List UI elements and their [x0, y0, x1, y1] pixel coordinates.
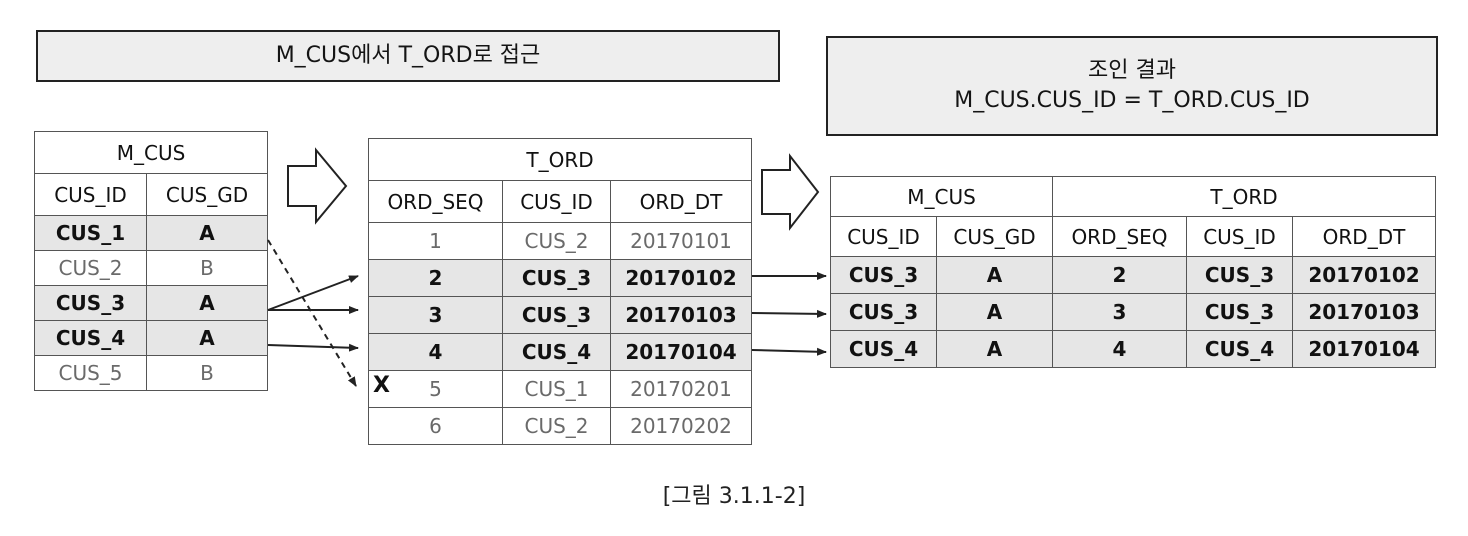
table-cell: 20170103 [1292, 293, 1436, 331]
no-match-x-icon: X [373, 373, 390, 398]
table-cell: 20170104 [610, 333, 752, 371]
t-ord-col-header: CUS_ID [502, 180, 611, 223]
table-cell: 1 [368, 222, 503, 260]
m-cus-col-header: CUS_GD [146, 173, 268, 216]
table-cell: CUS_1 [34, 215, 147, 251]
result-group-t-ord: T_ORD [1052, 176, 1436, 217]
table-cell: A [146, 215, 268, 251]
table-cell: CUS_4 [34, 320, 147, 356]
join-result-title-line2: M_CUS.CUS_ID = T_ORD.CUS_ID [954, 88, 1310, 113]
table-cell: A [936, 330, 1053, 368]
result-col-header: ORD_SEQ [1052, 216, 1187, 257]
table-cell: CUS_2 [502, 407, 611, 445]
table-cell: CUS_4 [830, 330, 937, 368]
table-cell: CUS_1 [502, 370, 611, 408]
join-result-title-box: 조인 결과 M_CUS.CUS_ID = T_ORD.CUS_ID [826, 36, 1438, 136]
table-cell: CUS_3 [502, 259, 611, 297]
table-cell: 20170103 [610, 296, 752, 334]
table-cell: 20170102 [610, 259, 752, 297]
arrow-cus3-to-ord2 [267, 275, 359, 311]
table-cell: CUS_5 [34, 355, 147, 391]
table-cell: 2 [1052, 256, 1187, 294]
table-cell: CUS_2 [34, 250, 147, 286]
figure-caption: [그림 3.1.1-2] [662, 484, 806, 509]
table-cell: 4 [1052, 330, 1187, 368]
block-arrow-to-t-ord-icon [287, 147, 348, 225]
table-cell: 20170202 [610, 407, 752, 445]
table-cell: CUS_3 [1186, 293, 1293, 331]
table-cell: 4 [368, 333, 503, 371]
table-cell: CUS_2 [502, 222, 611, 260]
result-col-header: CUS_GD [936, 216, 1053, 257]
table-cell: B [146, 355, 268, 391]
table-cell: 3 [368, 296, 503, 334]
table-cell: 6 [368, 407, 503, 445]
table-cell: A [146, 285, 268, 321]
table-cell: A [936, 256, 1053, 294]
t-ord-title-row: T_ORD [368, 138, 752, 181]
table-cell: CUS_3 [830, 256, 937, 294]
table-cell: 20170104 [1292, 330, 1436, 368]
table-cell: CUS_3 [502, 296, 611, 334]
table-cell: CUS_4 [502, 333, 611, 371]
table-cell: 20170101 [610, 222, 752, 260]
join-result-title-line1: 조인 결과 [1088, 58, 1176, 83]
block-arrow-to-result-icon [761, 153, 820, 231]
table-cell: 20170102 [1292, 256, 1436, 294]
access-title-box: M_CUS에서 T_ORD로 접근 [36, 30, 780, 82]
table-cell: 2 [368, 259, 503, 297]
table-cell: 20170201 [610, 370, 752, 408]
table-cell: A [936, 293, 1053, 331]
arrow-cus1-to-ord5 [267, 239, 357, 387]
result-col-header: ORD_DT [1292, 216, 1436, 257]
arrow-cus4-to-ord4 [267, 343, 359, 352]
arrow-ord4-to-result [751, 347, 827, 356]
table-cell: 3 [1052, 293, 1187, 331]
table-cell: CUS_4 [1186, 330, 1293, 368]
arrow-ord3-to-result [751, 309, 827, 318]
table-cell: CUS_3 [34, 285, 147, 321]
access-title-text: M_CUS에서 T_ORD로 접근 [275, 43, 541, 68]
table-cell: CUS_3 [830, 293, 937, 331]
result-group-m-cus: M_CUS [830, 176, 1053, 217]
t-ord-table-title: T_ORD [368, 138, 752, 181]
